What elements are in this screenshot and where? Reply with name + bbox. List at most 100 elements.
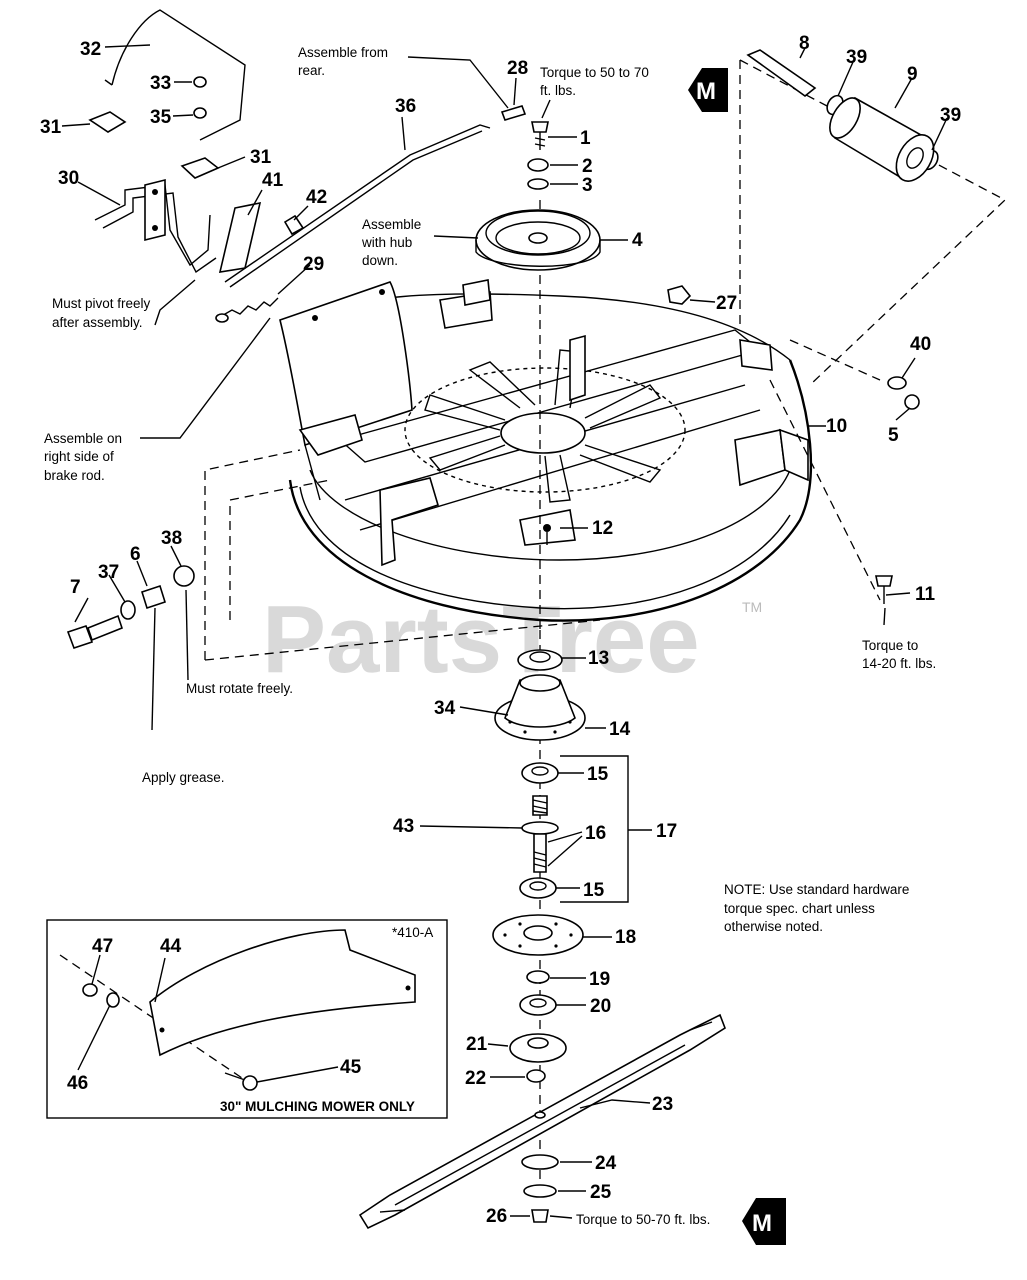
callout-19: 19 (589, 969, 610, 990)
callout-2: 2 (582, 156, 593, 177)
svg-text:M: M (696, 78, 716, 105)
note-brake-1: Assemble on (44, 431, 122, 446)
callout-20: 20 (590, 996, 611, 1017)
watermark-tm: TM (742, 599, 762, 615)
part-26-blade-bolt (531, 1209, 549, 1223)
part-40-washer (887, 376, 907, 390)
note-torque-11-2: 14-20 ft. lbs. (862, 656, 936, 671)
callout-9: 9 (907, 64, 918, 85)
part-16-spindle-shaft (521, 795, 559, 873)
part-14-spindle-housing (494, 674, 586, 741)
callout-24: 24 (595, 1153, 617, 1174)
note-torque-top-1: Torque to 50 to 70 (540, 65, 649, 80)
note-hardware-1: NOTE: Use standard hardware (724, 882, 909, 897)
note-brake-2: right side of (44, 449, 114, 464)
part-28-clip (500, 105, 527, 121)
callout-44: 44 (160, 936, 182, 957)
part-13-bearing (517, 649, 563, 671)
leader-lines (61, 44, 948, 1219)
marker-m-bottom: M (742, 1198, 786, 1245)
callout-21: 21 (466, 1034, 488, 1055)
part-45-bolt (224, 1072, 258, 1091)
callout-29: 29 (303, 254, 324, 275)
callout-47: 47 (92, 936, 113, 957)
part-4-pulley (475, 209, 601, 271)
note-must-rotate: Must rotate freely. (186, 681, 293, 696)
callout-31-left: 31 (40, 117, 62, 138)
note-pivot-1: Must pivot freely (52, 296, 151, 311)
callout-23: 23 (652, 1094, 673, 1115)
part-15-bearing-upper (521, 762, 559, 784)
callout-22: 22 (465, 1068, 486, 1089)
callout-31-right: 31 (250, 147, 272, 168)
svg-text:M: M (752, 1210, 772, 1237)
callout-3: 3 (582, 175, 593, 196)
part-25-washer (523, 1184, 557, 1198)
note-hardware-3: otherwise noted. (724, 919, 823, 934)
callout-35: 35 (150, 107, 172, 128)
callout-38: 38 (161, 528, 182, 549)
part-33-nut (193, 76, 207, 88)
callout-12: 12 (592, 518, 613, 539)
callout-10: 10 (826, 416, 847, 437)
callout-numbers: 32 33 35 31 31 30 41 42 36 28 1 2 3 4 29… (40, 33, 961, 1227)
inset-mulching-kit (46, 919, 448, 1119)
part-47-nut (82, 983, 98, 997)
part-38-spacer (173, 565, 195, 587)
part-9-roller (829, 96, 935, 182)
mower-deck-housing (279, 279, 813, 622)
callout-8: 8 (799, 33, 810, 54)
part-24-washer (521, 1154, 559, 1170)
part-3-washer (527, 178, 549, 190)
callout-40: 40 (910, 334, 931, 355)
callout-41: 41 (262, 170, 284, 191)
callout-39-left: 39 (846, 47, 867, 68)
callout-46: 46 (67, 1073, 88, 1094)
callout-6: 6 (130, 544, 141, 565)
part-46-washer (106, 992, 120, 1008)
note-assemble-rear-1: Assemble from (298, 45, 388, 60)
note-hardware-2: torque spec. chart unless (724, 901, 875, 916)
callout-13: 13 (588, 648, 609, 669)
part-20-bearing-seal (519, 994, 557, 1016)
inset-code: *410-A (392, 925, 433, 940)
part-31-clip-left (88, 111, 127, 133)
part-37-washer (120, 600, 136, 620)
callout-17: 17 (656, 821, 677, 842)
part-27-nut (667, 285, 692, 305)
callout-16: 16 (585, 823, 606, 844)
callout-32: 32 (80, 39, 101, 60)
part-19-washer (526, 970, 550, 984)
callout-4: 4 (632, 230, 643, 251)
part-1-bolt (531, 121, 549, 150)
note-hub-1: Assemble (362, 217, 421, 232)
part-36-brake-rod (224, 124, 491, 283)
part-18-blade-adapter-disc (492, 914, 584, 956)
assembly-notes: Assemble from rear. Torque to 50 to 70 f… (44, 45, 936, 1227)
part-31-clip-right (180, 157, 220, 179)
callout-33: 33 (150, 73, 171, 94)
note-assemble-rear-2: rear. (298, 63, 325, 78)
callout-39-right: 39 (940, 105, 961, 126)
part-44-mulching-plate (149, 929, 416, 1057)
part-21-blade-adapter (509, 1033, 567, 1063)
callout-11: 11 (915, 584, 936, 605)
callout-7: 7 (70, 577, 81, 598)
part-15-bearing-lower (519, 877, 557, 899)
callout-34: 34 (434, 698, 456, 719)
part-5-nut (904, 394, 920, 410)
callout-25: 25 (590, 1182, 612, 1203)
part-30-bracket (94, 178, 217, 274)
note-torque-11-1: Torque to (862, 638, 918, 653)
note-torque-top-2: ft. lbs. (540, 83, 576, 98)
part-8-pin (746, 49, 817, 98)
part-2-lockwasher (527, 158, 549, 172)
marker-m-top: M (688, 68, 728, 112)
part-11-bolt (875, 575, 893, 604)
part-7-bolt (66, 614, 123, 650)
callout-1: 1 (580, 128, 591, 149)
part-29-spring (217, 297, 279, 319)
callout-15-upper: 15 (587, 764, 609, 785)
note-pivot-2: after assembly. (52, 315, 143, 330)
